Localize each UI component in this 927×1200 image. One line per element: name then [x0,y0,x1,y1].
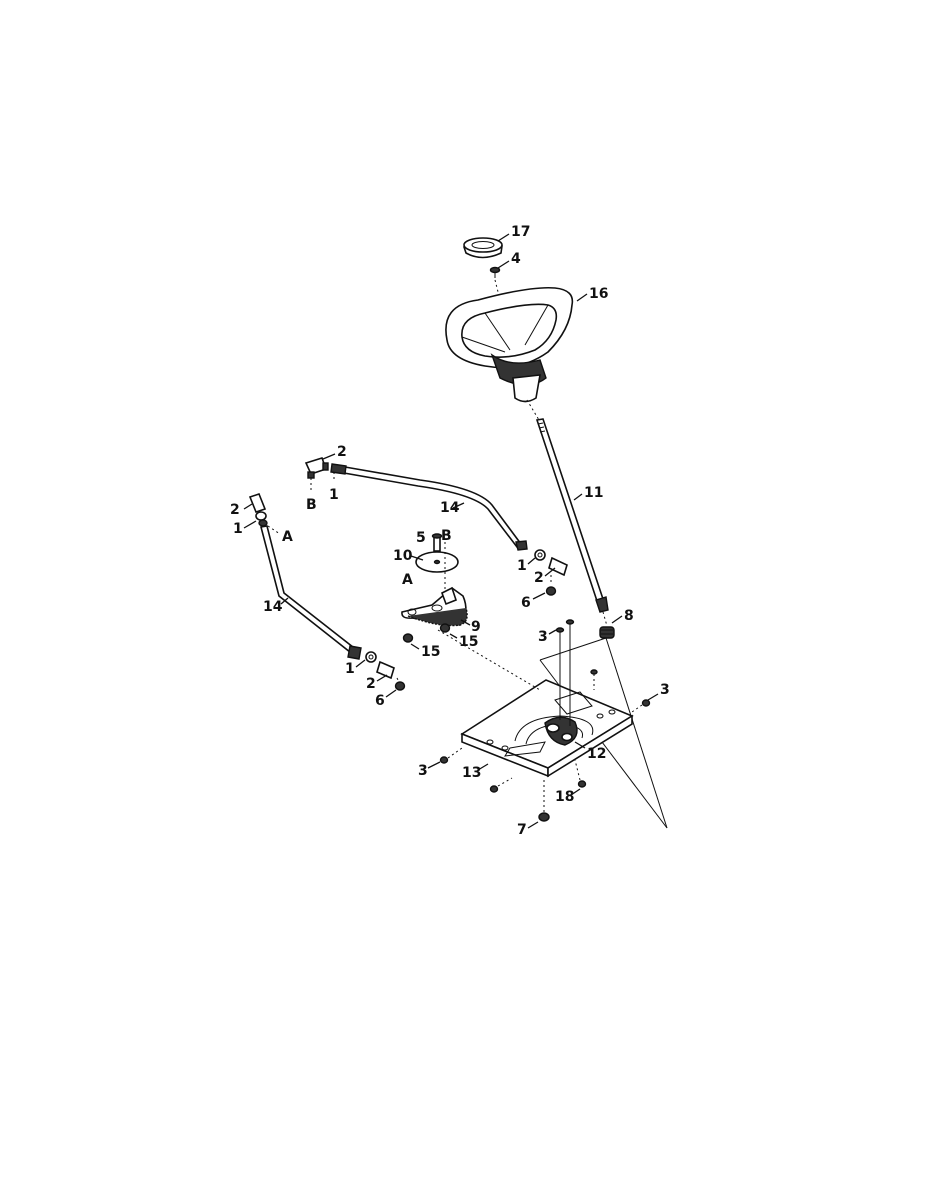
callout-15-left: 15 [421,644,440,660]
steering-shaft [526,399,609,613]
ball-joint-upper-right [534,549,568,596]
callout-17: 17 [511,224,530,240]
callout-14-lower: 14 [263,599,283,615]
steering-mounting-plate [460,679,634,778]
callout-16: 16 [589,286,608,302]
callout-6-lower-right: 6 [375,693,385,709]
callout-14-upper: 14 [440,500,460,516]
steering-wheel-cap [463,237,503,259]
hex-nuts [402,623,451,643]
callout-6-upper-right: 6 [521,595,531,611]
callout-2-lower-left: 2 [230,502,240,518]
ball-joint-upper-left [304,457,335,492]
callout-4: 4 [511,251,521,267]
callout-18: 18 [555,789,574,805]
callout-3-top: 3 [538,629,548,645]
steering-gear [599,611,615,639]
callout-10: 10 [393,548,413,564]
callout-13: 13 [462,765,481,781]
callout-1-upper-right: 1 [517,558,527,574]
callout-3-right: 3 [660,682,670,698]
callout-a-lower-left: A [282,529,293,545]
callout-11: 11 [584,485,603,501]
sector-gear [401,586,468,627]
callout-12: 12 [587,746,606,762]
callout-b-upper-left: B [306,497,317,513]
ball-joint-lower-right [365,651,406,691]
ball-joint-lower-left [248,493,281,535]
steering-wheel [445,286,574,403]
callout-9: 9 [471,619,481,635]
pivot-bushing [415,533,459,590]
drag-link-upper [330,463,528,551]
callout-8: 8 [624,608,634,624]
drag-link-lower [260,525,362,660]
callout-1-lower-right: 1 [345,661,355,677]
callout-leaders [243,233,659,829]
callout-1-upper-left: 1 [329,487,339,503]
callout-7: 7 [517,822,527,838]
callout-a-sector: A [402,572,413,588]
bolts [437,619,651,822]
callout-2-lower-right: 2 [366,676,376,692]
callout-15-right: 15 [459,634,478,650]
callout-labels: 17 4 16 2 1 B 14 11 2 1 A 5 B 10 1 2 6 A… [230,224,670,838]
callout-3-left: 3 [418,763,428,779]
callout-b-bushing: B [441,528,452,544]
callout-2-upper-right: 2 [534,570,544,586]
callout-1-lower-left: 1 [233,521,243,537]
callout-5: 5 [416,530,426,546]
steering-wheel-screw [489,266,510,336]
callout-2-upper-left: 2 [337,444,347,460]
